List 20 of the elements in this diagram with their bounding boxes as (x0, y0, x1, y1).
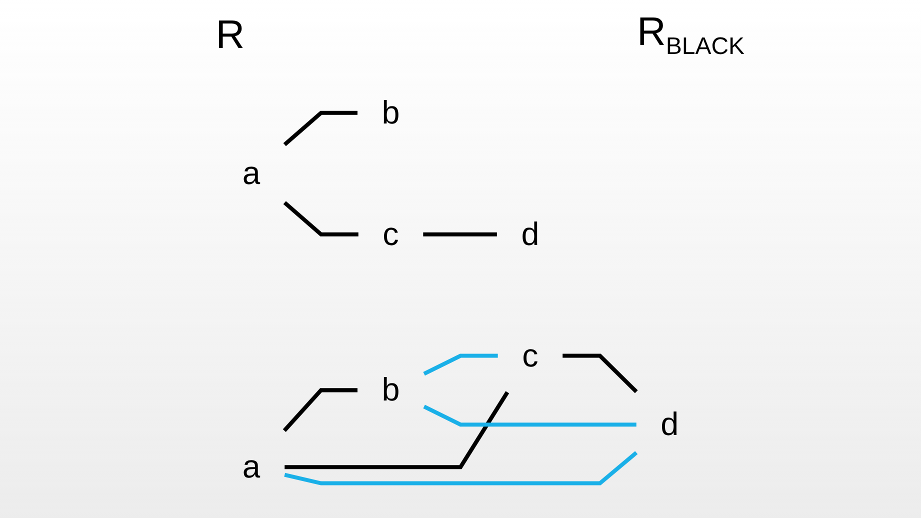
node-text: c (522, 338, 538, 374)
node-text: b (382, 95, 400, 131)
connector (282, 388, 358, 432)
connector (423, 404, 636, 427)
connector (423, 232, 497, 236)
connector (284, 451, 638, 486)
node-text: a (242, 156, 260, 192)
node-text: c (382, 216, 399, 252)
connector (423, 354, 498, 376)
node-text: d (660, 406, 679, 442)
graph-heading: R (214, 12, 246, 58)
connector (284, 391, 510, 470)
connector (283, 201, 358, 236)
node-text: b (382, 372, 400, 408)
node-text: d (521, 216, 540, 252)
graph-heading: R$_{BLACK}$ (636, 10, 746, 60)
node-text: a (242, 449, 260, 485)
connector (283, 110, 358, 146)
graph-diagram: a b c d a b c d (0, 70, 921, 510)
connector (562, 354, 638, 394)
